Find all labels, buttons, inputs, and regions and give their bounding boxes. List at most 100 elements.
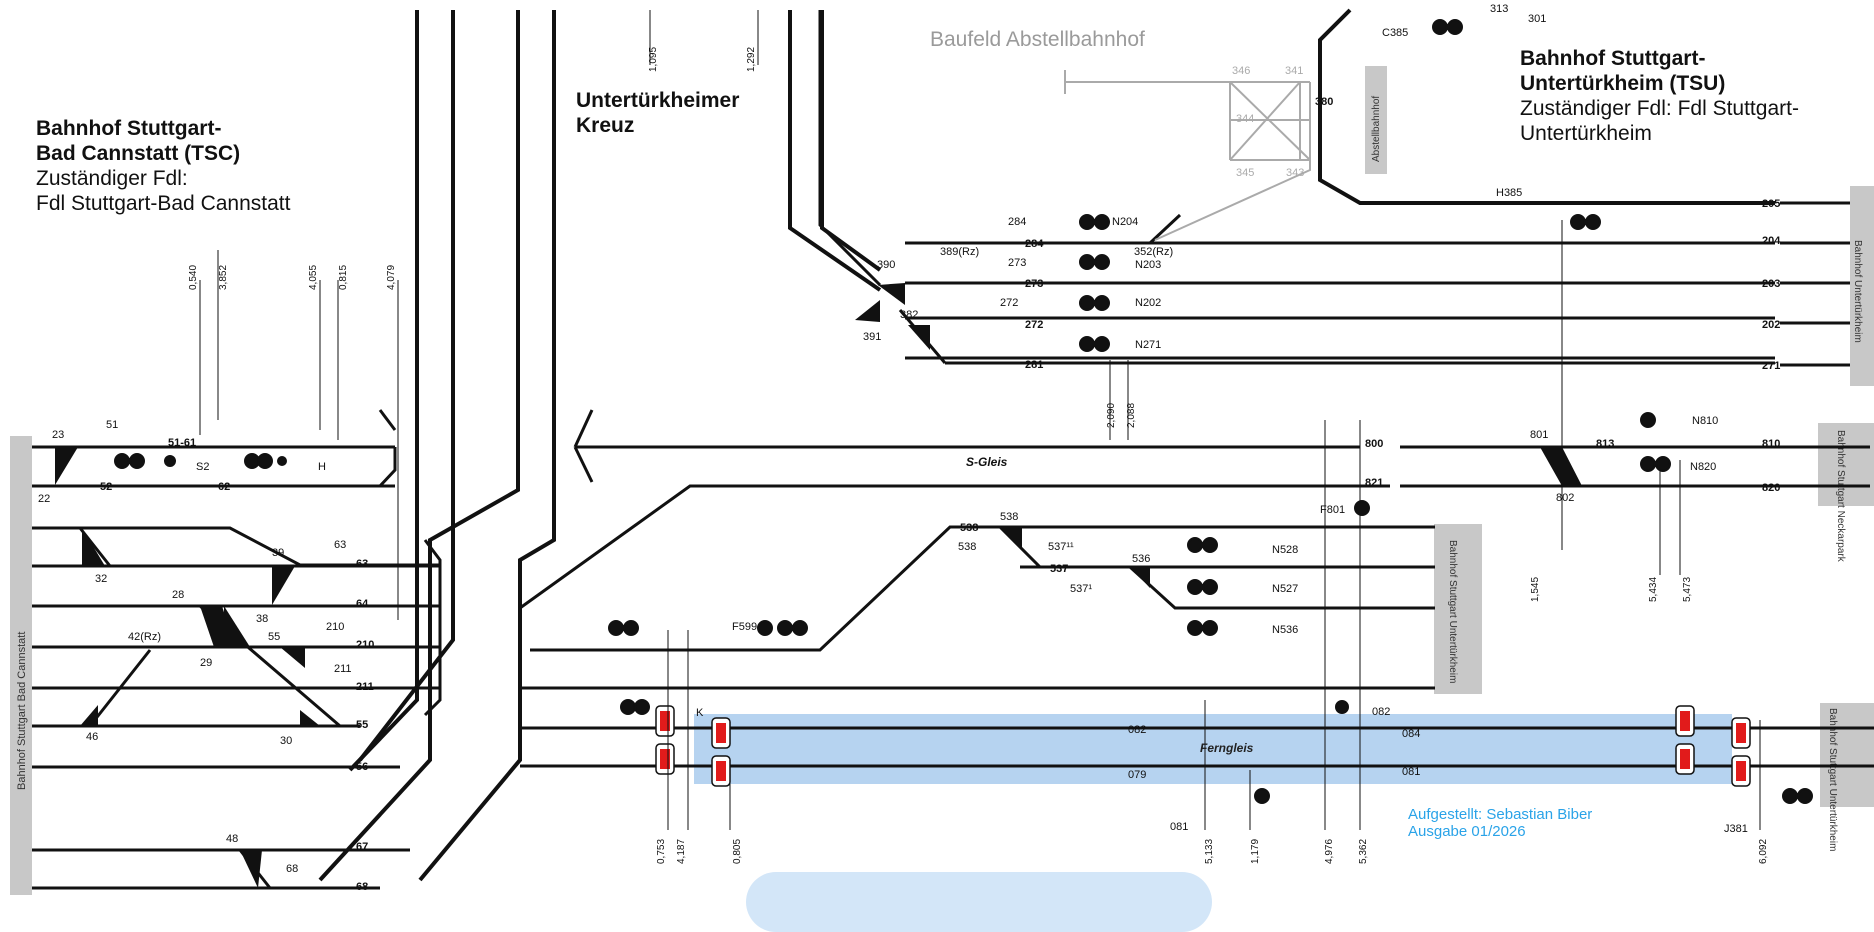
track-plan: Bahnhof Stuttgart Bad Cannstatt Abstellb… (10, 3, 1874, 895)
track-label: 800 (1365, 438, 1383, 450)
km-label-group: 1,095 1,292 0,540 3,852 4,055 0,815 4,07… (188, 47, 1769, 864)
km-label: 0,540 (188, 265, 199, 290)
signal-label-group: 51 S2 H 63 210 211 284 273 272 N204 N203… (106, 27, 1748, 875)
switch-label: 55 (268, 631, 280, 643)
signal-label: 211 (334, 663, 352, 675)
signal-label: 51 (106, 419, 118, 431)
red-marker (716, 723, 726, 743)
signal-label: 273 (1008, 257, 1026, 269)
station-title-kreuz: Untertürkheimer Kreuz (576, 88, 739, 138)
signal-label: 68 (286, 863, 298, 875)
km-label: 4,055 (308, 265, 319, 290)
station-box-mid-label: Bahnhof Stuttgart Untertürkheim (1447, 540, 1458, 683)
km-label: 5,362 (1358, 839, 1369, 864)
switch-label: 538 (1000, 511, 1018, 523)
station-subtitle-line: Untertürkheim (1520, 122, 1652, 145)
signal-label: N271 (1135, 339, 1161, 351)
signal-label: H385 (1496, 187, 1522, 199)
track-label: 538 (960, 522, 978, 534)
station-box-right-bottom (1820, 703, 1874, 807)
track-label: 202 (1762, 319, 1780, 331)
signal-label: N536 (1272, 624, 1298, 636)
track-label: 079 (1128, 769, 1146, 781)
track-label: 51-61 (168, 437, 196, 449)
baufeld-lines (1064, 70, 1311, 241)
track-label-group: S-Gleis Ferngleis 800 821 813 810 820 20… (100, 198, 1781, 893)
station-title-line: Untertürkheimer (576, 89, 740, 112)
track-label: 281 (1025, 359, 1043, 371)
track-label: 081 (1402, 766, 1420, 778)
switch-label: 23 (52, 429, 64, 441)
km-label: 4,187 (676, 839, 687, 864)
signal-label: 082 (1372, 706, 1390, 718)
switch-label: 341 (1285, 65, 1303, 77)
switch-label: 801 (1530, 429, 1548, 441)
track-label: 63 (356, 558, 368, 570)
track-label: 082 (1128, 724, 1146, 736)
track-label: 084 (1402, 728, 1420, 740)
credit-edition: Ausgabe 01/2026 (1408, 823, 1526, 840)
bottom-overlay-pill (746, 872, 1212, 932)
track-label: 537 (1050, 563, 1068, 575)
station-title-line: Untertürkheim (TSU) (1520, 72, 1726, 95)
switch-label: 30 (280, 735, 292, 747)
signal-label: 272 (1000, 297, 1018, 309)
switch-label: 346 (1232, 65, 1250, 77)
track-label: S-Gleis (966, 455, 1008, 469)
signal-label: 284 (1008, 216, 1026, 228)
track-label: 52 (100, 481, 112, 493)
track-label: 284 (1025, 238, 1044, 250)
track-label: 273 (1025, 278, 1043, 290)
km-label: 5,133 (1204, 839, 1215, 864)
station-subtitle-line: Zuständiger Fdl: (36, 167, 188, 190)
km-label: 5,434 (1648, 577, 1659, 602)
red-marker (1736, 723, 1746, 743)
km-label: 6,092 (1758, 839, 1769, 864)
top-right-tracks (818, 10, 1850, 367)
signal-label: 538 (958, 541, 976, 553)
switch-label: 301 (1528, 13, 1546, 25)
kreuz-tracks (318, 8, 1775, 882)
station-box-neckarpark (1818, 423, 1874, 506)
station-box-abstell (1365, 66, 1387, 174)
signal-label: K (696, 707, 704, 719)
switch-label: 391 (863, 331, 881, 343)
signal-label: S2 (196, 461, 209, 473)
km-label: 4,079 (386, 265, 397, 290)
red-marker (1680, 711, 1690, 731)
signal-label: N204 (1112, 216, 1138, 228)
km-label: 1,179 (1250, 839, 1261, 864)
km-lines (199, 10, 1761, 830)
track-label: Ferngleis (1200, 741, 1254, 755)
switch-label: 536 (1132, 553, 1150, 565)
switch-label: 390 (877, 259, 895, 271)
track-label: 821 (1365, 477, 1383, 489)
track-label: 272 (1025, 319, 1043, 331)
signal-label: N527 (1272, 583, 1298, 595)
switch-label: 48 (226, 833, 238, 845)
switch-label: 389(Rz) (940, 246, 979, 258)
station-title-line: Bahnhof Stuttgart- (1520, 47, 1706, 70)
station-box-left-label: Bahnhof Stuttgart Bad Cannstatt (16, 632, 28, 790)
track-label: 62 (218, 481, 230, 493)
switch-label: 343 (1286, 167, 1304, 179)
track-label: 64 (356, 598, 369, 610)
signal-label: 63 (334, 539, 346, 551)
station-title-tsc: Bahnhof Stuttgart- Bad Cannstatt (TSC) Z… (36, 116, 290, 216)
signal-label: C385 (1382, 27, 1408, 39)
switch-label: 29 (200, 657, 212, 669)
red-markers (655, 705, 1751, 787)
station-box-mid (1434, 524, 1482, 694)
signal-label: 537¹¹ (1048, 541, 1074, 553)
track-label: 210 (356, 639, 374, 651)
ferngleis-highlight (694, 714, 1732, 784)
signal-label: F801 (1320, 504, 1345, 516)
mid-switches (1000, 447, 1582, 588)
station-box-right-top-label: Bahnhof Untertürkheim (1852, 240, 1863, 343)
signals (114, 19, 1813, 804)
km-label: 0,815 (338, 265, 349, 290)
switch-label: 345 (1236, 167, 1254, 179)
track-label: 810 (1762, 438, 1780, 450)
switch-label: 352(Rz) (1134, 246, 1173, 258)
red-marker (660, 749, 670, 769)
